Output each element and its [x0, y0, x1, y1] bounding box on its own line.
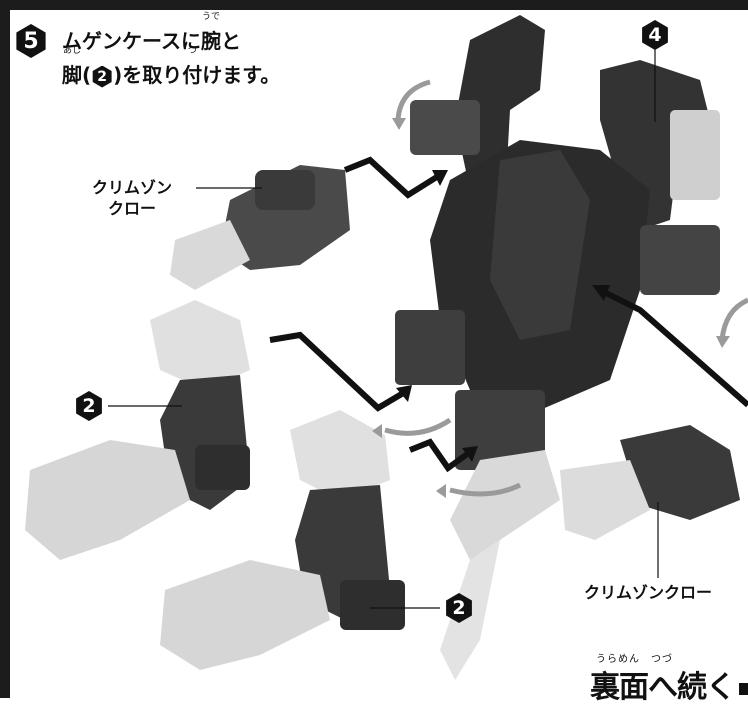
crimson-claw-upper-left [170, 165, 350, 290]
footer-reading: うらめん つづ [596, 654, 673, 665]
instruction-line-1: ムゲンケースに腕 うでと [62, 12, 280, 58]
crimson-claw-right [560, 425, 740, 540]
label-crimson-claw-left: クリムゾン クロー [92, 177, 172, 219]
step-instruction: ムゲンケースに腕 うでと 脚 あし(2)を取り付つけます。 [62, 12, 281, 92]
part-ref-badge: 2 [92, 65, 112, 88]
footer-text: 裏面へ続く [590, 670, 736, 705]
ruby-kanji-attach: 付つ [182, 46, 203, 92]
kanji-take: 取 [142, 63, 163, 87]
label-line-1: クリムゾン [92, 178, 173, 197]
kanji-arm: 腕 [201, 29, 221, 53]
page-top-bar [0, 0, 748, 10]
leg-part-left [25, 300, 250, 560]
label-crimson-claw-right: クリムゾンクロー [584, 583, 713, 602]
mugen-case-figure [395, 15, 720, 680]
ruby-reading-arm: うで [201, 12, 221, 22]
ruby-reading-leg: あし [62, 46, 82, 56]
rotate-arrow-leg-right [449, 482, 522, 497]
instruction-text: と [221, 29, 241, 53]
ruby-kanji-leg: 脚あし [62, 46, 82, 92]
instruction-text: り [162, 63, 183, 87]
label-line-2: クロー [108, 199, 157, 218]
rotate-arrow-right [719, 297, 748, 341]
kanji-attach: 付 [182, 63, 203, 87]
arrow-leg-right-to-case [408, 438, 472, 473]
rotate-arrow-leg-left [384, 417, 452, 436]
footer-block-icon [739, 682, 748, 695]
arrow-claw-right-to-case [598, 287, 748, 408]
leader-lines [108, 48, 659, 609]
ruby-reading-attach: つ [187, 46, 197, 56]
rotate-arrow-upper [395, 79, 431, 121]
page-left-rule [0, 10, 10, 698]
paren-open: ( [82, 63, 92, 87]
ruby-kanji-arm: 腕うで [201, 12, 221, 58]
instruction-line-2: 脚 あし(2)を取り付つけます。 [62, 46, 281, 92]
instruction-text: けます。 [202, 63, 281, 87]
footer-text-wrapper: 裏面へ続く [590, 662, 748, 706]
paren-close: )を [113, 63, 143, 87]
kanji-leg: 脚 [62, 63, 82, 87]
rotation-arrows [384, 79, 748, 497]
leg-part-right [160, 410, 405, 670]
callout-leg-left: 2 [76, 391, 102, 421]
arrowheads [396, 170, 610, 462]
instruction-text: ムゲンケースに [62, 29, 201, 53]
assembly-arrows [269, 156, 748, 473]
rotation-arrowheads [372, 118, 730, 498]
arrow-leg-left-to-case [269, 331, 407, 412]
continue-on-back-footer: うらめん つづ 裏面へ続く [590, 650, 748, 705]
callout-case-number: 4 [642, 20, 668, 50]
arrow-claw-to-case [343, 156, 442, 199]
